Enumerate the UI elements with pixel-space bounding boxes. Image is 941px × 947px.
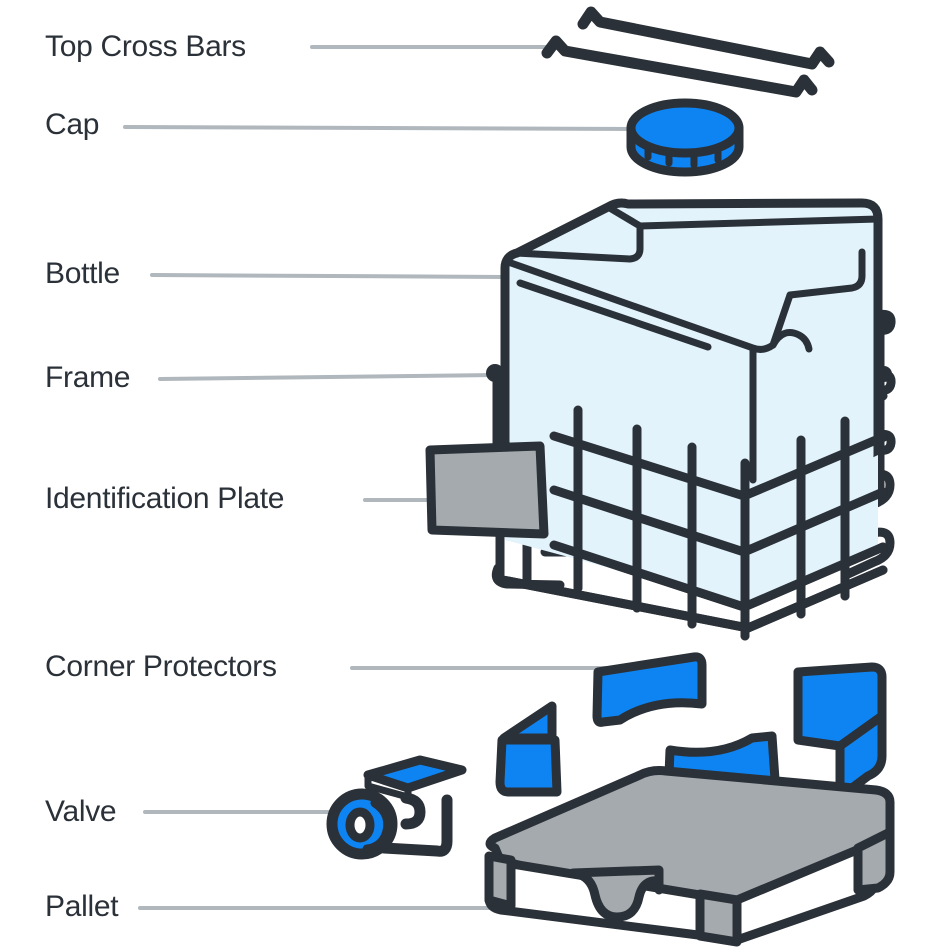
frame-rail-bottom-over bbox=[498, 565, 888, 633]
label-cap: Cap bbox=[45, 108, 100, 141]
frame-hook-r4 bbox=[843, 469, 895, 521]
label-frame: Frame bbox=[45, 361, 131, 394]
leader-frame bbox=[158, 373, 499, 381]
leader-lines bbox=[123, 45, 650, 910]
leader-bottle bbox=[150, 273, 507, 279]
cross-bar-lower bbox=[541, 35, 818, 98]
cross-bar-upper bbox=[577, 6, 835, 70]
frame-rail-rf3-over bbox=[739, 542, 888, 612]
valve-plate-edge bbox=[364, 771, 412, 801]
valve-hub-hole bbox=[345, 807, 375, 843]
leader-cap bbox=[123, 125, 650, 131]
label-corner-protectors: Corner Protectors bbox=[45, 650, 277, 683]
label-identification-plate: Identification Plate bbox=[45, 482, 285, 515]
valve-wheel-spiral bbox=[362, 798, 393, 854]
label-top-cross-bars: Top Cross Bars bbox=[45, 30, 246, 63]
bottle-ridge-right bbox=[786, 248, 866, 299]
identification-plate-part bbox=[425, 441, 549, 539]
valve-part bbox=[326, 755, 467, 860]
corner-protector-left bbox=[495, 701, 562, 797]
bottle-notch bbox=[769, 329, 813, 353]
valve-top-plate bbox=[363, 755, 467, 793]
frame-hook-r5 bbox=[843, 527, 895, 579]
identification-plate-face bbox=[425, 441, 549, 539]
pallet-corner-block-far-right bbox=[853, 827, 895, 895]
bottle-highlight-line bbox=[516, 279, 712, 351]
cap-part bbox=[626, 98, 744, 177]
frame-rail-f1-over bbox=[549, 431, 749, 501]
label-bottle: Bottle bbox=[45, 257, 120, 290]
label-pallet: Pallet bbox=[45, 890, 119, 923]
pallet-part bbox=[484, 766, 895, 947]
label-valve: Valve bbox=[45, 795, 117, 828]
corner-protector-right bbox=[793, 662, 887, 802]
corner-protector-l-panel bbox=[495, 735, 562, 797]
bottle-ridge-step bbox=[512, 222, 644, 263]
top-cross-bars-part bbox=[541, 6, 835, 98]
frame-rail-rf2-over bbox=[739, 487, 888, 557]
pallet-fork-notch bbox=[568, 865, 664, 922]
frame-rail-f2-over bbox=[549, 485, 749, 557]
frame-rail-rf1-over bbox=[739, 432, 888, 501]
corner-protector-r-front bbox=[835, 711, 887, 802]
corner-protector-l-top bbox=[499, 701, 557, 743]
corner-protector-back-left bbox=[592, 652, 707, 727]
valve-spout bbox=[400, 792, 426, 830]
pallet-corner-block-left bbox=[484, 851, 516, 911]
corner-protector-bl-panel bbox=[592, 652, 707, 727]
cap-top-disc bbox=[626, 98, 744, 158]
pallet-corner-block-right bbox=[695, 889, 742, 947]
frame-rail-f3-over bbox=[549, 540, 749, 612]
